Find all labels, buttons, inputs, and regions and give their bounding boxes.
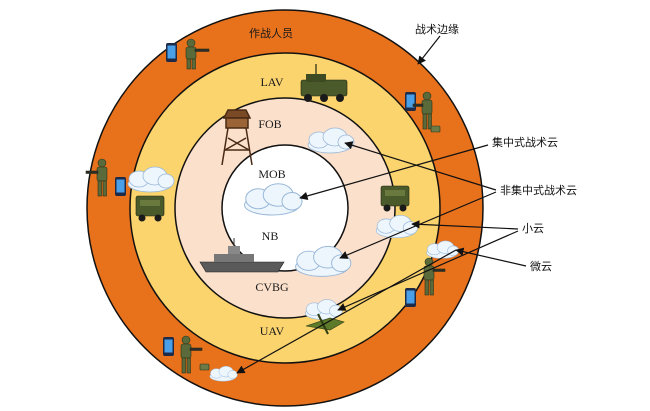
smartphone-icon [115,177,126,196]
label-fob: FOB [258,117,281,131]
arrow-decentralized-1 [344,141,497,191]
label-micro-cloud: 微云 [530,259,552,273]
arrow-centralized [299,144,489,200]
label-cloudlet: 小云 [522,222,544,235]
military-truck-icon [135,195,165,222]
military-truck-icon [300,64,348,102]
arrow-tactical-edge [417,35,441,65]
label-nb: NB [262,229,279,243]
soldier-icon [185,38,210,70]
label-combatants: 作战人员 [249,27,293,40]
arrow-cloudlet-2 [337,230,519,311]
label-cvbg: CVBG [255,280,289,294]
arrow-micro-2 [236,249,457,374]
smartphone-icon [405,92,416,111]
label-lav: LAV [260,75,283,89]
label-mob: MOB [258,167,285,181]
military-truck-icon [380,185,410,212]
watchtower-icon [221,109,253,166]
soldier-icon [85,158,108,197]
soldier-icon [412,91,441,133]
label-tactical-edge: 战术边缘 [415,23,459,36]
arrow-micro-1 [455,247,527,267]
arrow-cloudlet-1 [411,220,519,230]
label-centralized-cloud: 集中式战术云 [492,135,558,149]
smartphone-icon [163,337,174,356]
smartphone-icon [405,288,416,307]
smartphone-icon [166,43,177,62]
warship-icon [199,238,285,273]
label-decentralized-cloud: 非集中式战术云 [500,183,577,197]
soldier-icon [180,335,210,374]
label-uav: UAV [260,324,285,338]
